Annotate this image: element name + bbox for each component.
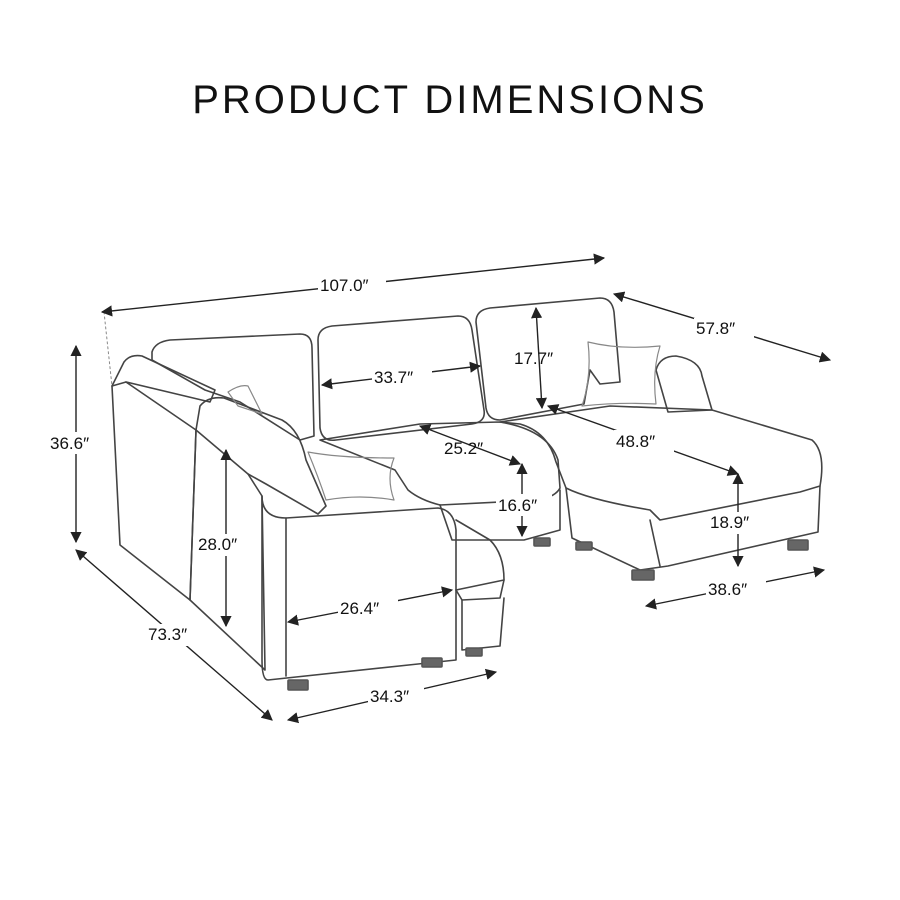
label-chaise-depth: 57.8″ xyxy=(696,319,735,338)
label-side-depth: 73.3″ xyxy=(148,625,187,644)
label-overall-height: 36.6″ xyxy=(50,434,89,453)
left-seat-cushion xyxy=(455,519,505,591)
label-overall-width: 107.0″ xyxy=(320,276,369,295)
corner-side-back xyxy=(195,396,327,515)
middle-seat-cushion xyxy=(319,421,561,506)
label-chaise-width: 38.6″ xyxy=(708,580,747,599)
label-seat-height: 16.6″ xyxy=(498,496,537,515)
page-title: PRODUCT DIMENSIONS xyxy=(192,78,708,122)
left-back-body xyxy=(111,381,197,601)
sofa-illustration xyxy=(103,297,823,691)
left-pillow xyxy=(307,451,395,501)
label-side-seat-width: 26.4″ xyxy=(340,599,379,618)
back-cushion-height-line xyxy=(531,306,547,410)
seat-depth-line xyxy=(418,424,522,466)
label-side-height: 28.0″ xyxy=(198,535,237,554)
label-chaise-seat-height: 18.9″ xyxy=(710,513,749,532)
label-seat-depth: 25.2″ xyxy=(444,439,483,458)
label-back-cushion-width: 33.7″ xyxy=(374,368,413,387)
dimension-labels: 107.0″ 57.8″ 36.6″ 33.7″ 17.7″ 25.2″ 48.… xyxy=(48,274,768,708)
chaise-arm xyxy=(655,355,713,413)
label-back-cushion-height: 17.7″ xyxy=(514,349,553,368)
middle-base xyxy=(439,489,561,541)
chaise-seat xyxy=(499,405,823,521)
label-side-width: 34.3″ xyxy=(370,687,409,706)
left-back xyxy=(111,354,216,403)
corner-back-cushion xyxy=(151,333,315,441)
left-arm xyxy=(261,495,457,681)
chaise-base xyxy=(565,485,821,571)
label-chaise-length: 48.8″ xyxy=(616,432,655,451)
